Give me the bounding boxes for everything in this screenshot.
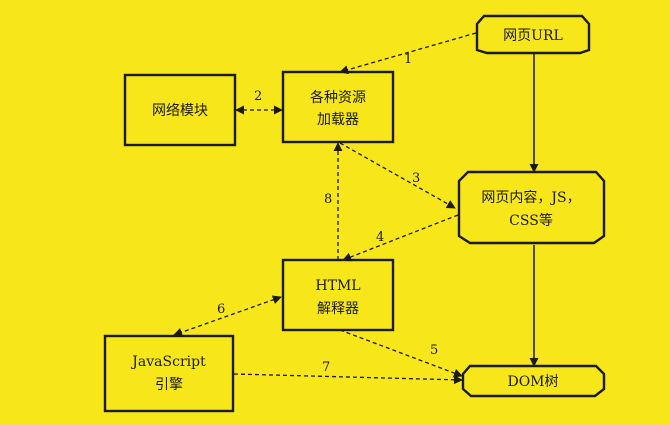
- edge-label-2: 2: [254, 89, 262, 104]
- edges: 1 2 3 4 8 6 5 7: [173, 32, 539, 385]
- node-page-url-label: 网页URL: [503, 28, 563, 44]
- node-network-module-label: 网络模块: [152, 103, 208, 119]
- node-dom-tree: DOM树: [461, 364, 606, 398]
- edge-loader-to-content: [339, 142, 456, 209]
- edge-label-3: 3: [412, 171, 420, 186]
- nodes: 网络模块 各种资源 加载器 网页URL 网页内容，JS， CSS等 HTML 解…: [103, 14, 606, 413]
- node-html-parser-line-2: 解释器: [317, 301, 359, 317]
- edge-label-7: 7: [322, 360, 330, 375]
- node-javascript-engine: JavaScript 引擎: [103, 334, 235, 413]
- node-page-url: 网页URL: [475, 14, 591, 55]
- edge-label-1: 1: [404, 52, 412, 67]
- edge-label-8: 8: [324, 192, 332, 207]
- edge-parser-js: [173, 295, 282, 337]
- node-page-content-line-2: CSS等: [509, 212, 553, 229]
- node-page-content-line-1: 网页内容，JS，: [481, 189, 580, 206]
- node-javascript-engine-line-2: 引擎: [155, 377, 183, 393]
- edge-content-to-parser: [342, 214, 459, 262]
- node-resource-loader-line-1: 各种资源: [310, 90, 366, 106]
- node-html-parser: HTML 解释器: [281, 258, 395, 332]
- node-dom-tree-label: DOM树: [507, 374, 558, 390]
- edge-parser-to-dom: [339, 329, 463, 378]
- edge-label-4: 4: [376, 230, 384, 245]
- node-javascript-engine-line-1: JavaScript: [130, 354, 206, 370]
- edge-label-6: 6: [217, 302, 225, 317]
- edge-label-5: 5: [430, 343, 438, 358]
- edge-js-to-dom: [233, 373, 463, 385]
- node-html-parser-line-1: HTML: [315, 278, 360, 294]
- node-network-module: 网络模块: [123, 73, 237, 147]
- node-page-content: 网页内容，JS， CSS等: [457, 170, 606, 245]
- edge-url-to-loader: [339, 32, 477, 75]
- node-resource-loader-line-2: 加载器: [317, 112, 359, 128]
- node-resource-loader: 各种资源 加载器: [281, 70, 395, 144]
